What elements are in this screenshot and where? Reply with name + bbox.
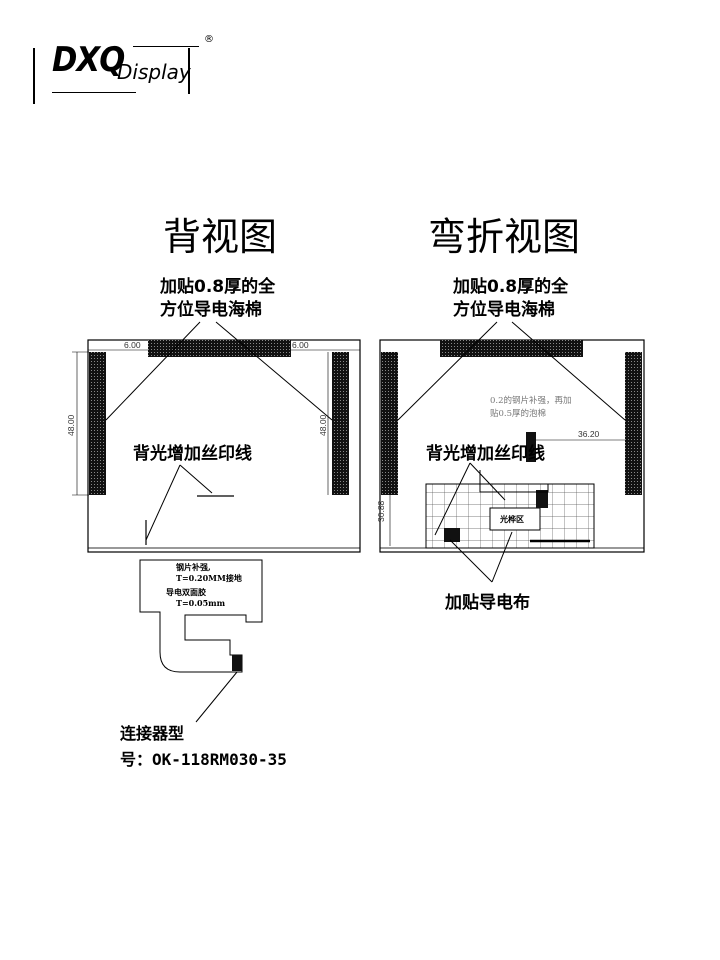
bend-stiffener-note-line1: 0.2的钢片补强，再加 xyxy=(490,396,572,406)
bend-leader-left xyxy=(397,321,498,421)
bend-view-title: 弯折视图 xyxy=(428,215,581,259)
bend-silk-leader-a xyxy=(434,462,471,536)
back-fpc-tail xyxy=(139,559,263,673)
back-leader-left xyxy=(105,321,201,421)
back-connector-leader xyxy=(195,671,238,723)
back-backlight-label: 背光增加丝印线 xyxy=(133,444,252,464)
back-dim-vertical-left: 48.00 xyxy=(66,414,76,436)
bend-stiffener-block xyxy=(526,432,536,462)
bend-cloth-leader-a xyxy=(449,539,493,583)
bend-backlight-label: 背光增加丝印线 xyxy=(426,444,545,464)
bend-view-drawing xyxy=(379,321,645,583)
back-foam-label-line2: 方位导电海棉 xyxy=(160,300,262,320)
back-stiffener-line3: 导电双面胶 xyxy=(166,587,206,597)
bend-small-block xyxy=(444,528,460,542)
logo-registered: ® xyxy=(204,34,214,45)
back-silk-leader-a xyxy=(145,464,181,541)
bend-foam-top xyxy=(440,340,583,357)
bend-cloth-leader-b xyxy=(491,531,513,583)
back-connector xyxy=(232,655,242,671)
back-foam-top xyxy=(148,340,291,357)
bend-foam-left xyxy=(381,352,398,495)
logo-bottom-rule xyxy=(52,92,136,93)
bend-dim-horizontal: 36.20 xyxy=(578,429,600,439)
back-foam-left xyxy=(89,352,106,495)
back-connector-label-line2: 号：OK-118RM030-35 xyxy=(120,750,287,769)
back-leader-right xyxy=(215,321,333,421)
bend-area-label: 光桦区 xyxy=(500,514,524,524)
bend-silk-leader-b xyxy=(469,462,506,501)
bend-foam-right xyxy=(625,352,642,495)
bend-leader-right xyxy=(511,321,626,421)
back-stiffener-line1: 钢片补强, xyxy=(176,562,211,572)
logo-left-bar xyxy=(33,48,35,104)
bend-light-area-box xyxy=(489,507,541,531)
bend-foam-label-line2: 方位导电海棉 xyxy=(453,300,555,320)
logo-brand: DXQ xyxy=(52,40,125,80)
back-stiffener-line2: T=0.20MM接地 xyxy=(176,573,242,583)
bend-fpc-path xyxy=(479,470,549,493)
back-stiffener-line4: T=0.05mm xyxy=(176,598,226,608)
back-connector-label-line1: 连接器型 xyxy=(120,724,185,743)
back-dim-vertical-right: 48.00 xyxy=(318,414,328,436)
logo-sub: Display xyxy=(117,60,191,84)
bend-cloth-label: 加贴导电布 xyxy=(445,593,530,613)
back-silk-leader-b xyxy=(179,464,213,494)
back-dim-top-left: 6.00 xyxy=(124,340,141,350)
back-dim-top-right: 6.00 xyxy=(292,340,309,350)
logo-right-bar xyxy=(188,48,190,94)
logo-top-rule xyxy=(133,46,199,47)
back-view-title: 背视图 xyxy=(163,215,278,259)
bend-stiffener-note-line2: 贴0.5厚的泡棉 xyxy=(490,409,547,419)
back-panel-inner-edge xyxy=(87,547,361,553)
bend-dim-vertical: 30.88 xyxy=(376,500,386,522)
back-foam-right xyxy=(332,352,349,495)
bend-connector xyxy=(536,490,548,508)
back-foam-label-line1: 加贴0.8厚的全 xyxy=(160,277,276,297)
bend-foam-label-line1: 加贴0.8厚的全 xyxy=(453,277,569,297)
back-view-drawing xyxy=(72,321,361,723)
